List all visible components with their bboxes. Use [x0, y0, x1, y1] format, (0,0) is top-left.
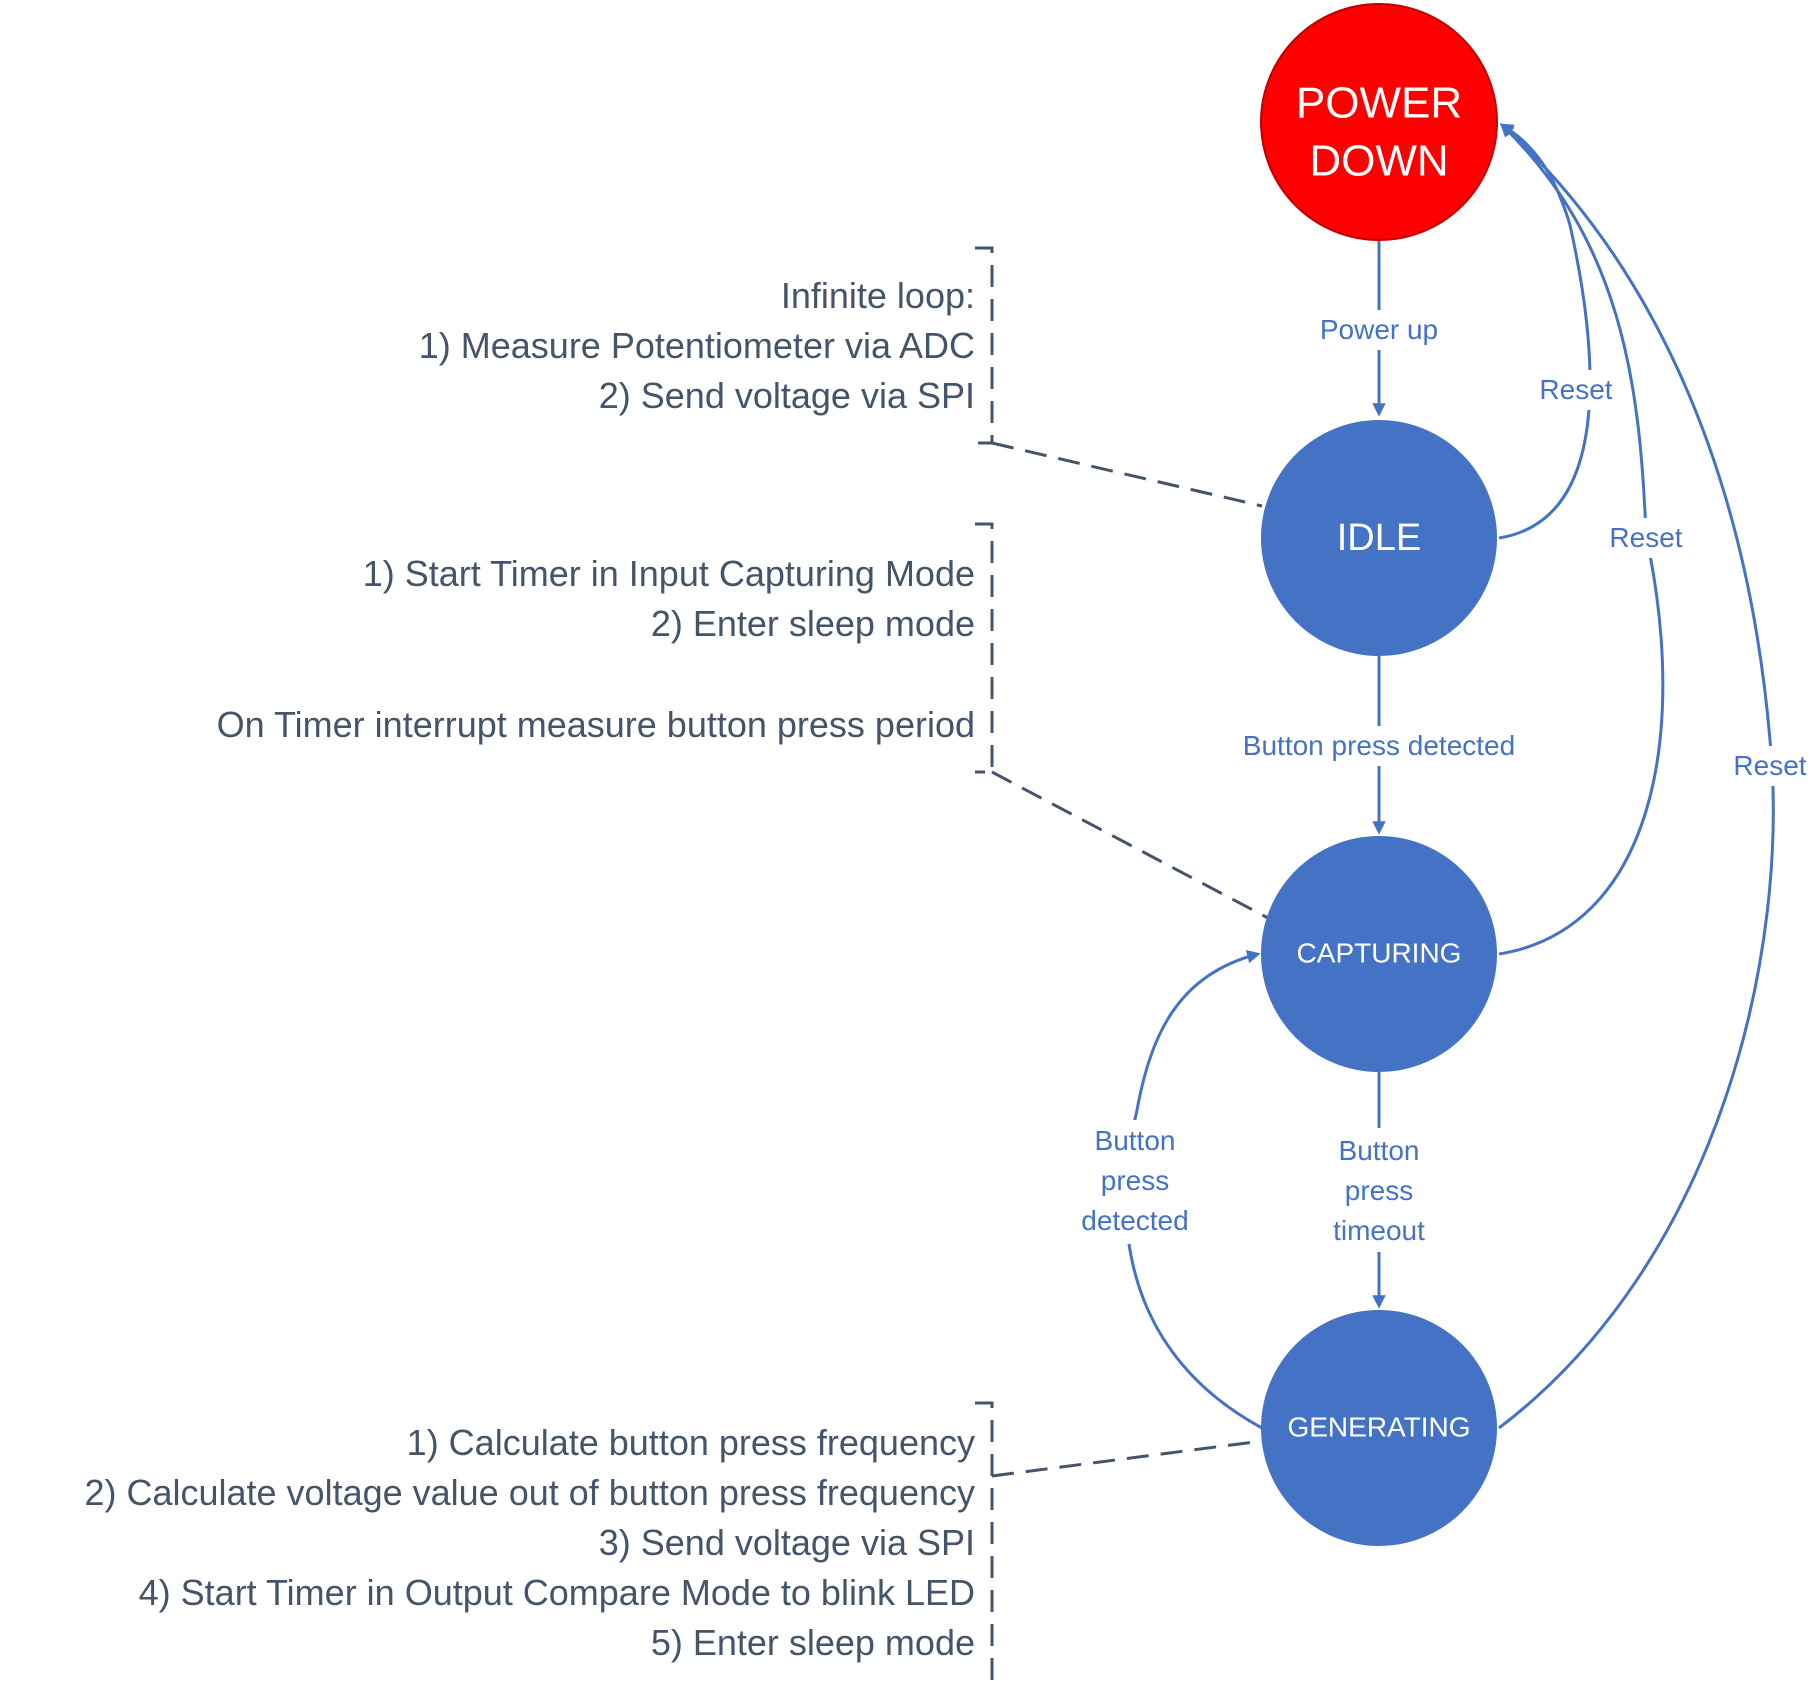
timeout-label-line3: timeout: [1333, 1215, 1425, 1246]
generating-annotation-bracket: [975, 1401, 994, 1681]
button-press-detected-label: Button press detected: [1243, 730, 1515, 761]
back-detected-label-line1: Button: [1095, 1125, 1176, 1156]
state-generating: GENERATING: [1261, 1310, 1497, 1546]
capturing-annotation-line: 2) Enter sleep mode: [651, 603, 975, 644]
capturing-annotation-connector: [991, 770, 1269, 920]
idle-annotation-bracket: [975, 246, 994, 445]
back-detected-label-line3: detected: [1081, 1205, 1188, 1236]
capturing-annotation-bracket: [975, 522, 994, 774]
reset-from-generating-label: Reset: [1733, 750, 1806, 781]
generating-annotation-line: 2) Calculate voltage value out of button…: [84, 1472, 975, 1513]
power-down-label-line1: POWER: [1296, 79, 1462, 128]
reset-from-idle-label: Reset: [1539, 374, 1612, 405]
generating-annotation: 1) Calculate button press frequency 2) C…: [84, 1422, 975, 1663]
capturing-annotation-line: 1) Start Timer in Input Capturing Mode: [363, 553, 975, 594]
back-detected-label-line2: press: [1101, 1165, 1169, 1196]
reset-from-idle-arrow: [1498, 123, 1592, 540]
generating-annotation-line: 1) Calculate button press frequency: [407, 1422, 975, 1463]
idle-annotation-line: 1) Measure Potentiometer via ADC: [419, 325, 975, 366]
state-power-down: POWER DOWN: [1260, 3, 1498, 241]
generating-annotation-connector: [991, 1439, 1263, 1478]
power-up-label: Power up: [1320, 314, 1438, 345]
generating-annotation-line: 5) Enter sleep mode: [651, 1622, 975, 1663]
idle-label: IDLE: [1337, 517, 1421, 559]
generating-annotation-line: 3) Send voltage via SPI: [599, 1522, 975, 1563]
state-capturing: CAPTURING: [1261, 836, 1497, 1072]
idle-annotation-connector: [991, 441, 1263, 508]
capturing-annotation: 1) Start Timer in Input Capturing Mode 2…: [217, 553, 975, 745]
timeout-label-line2: press: [1345, 1175, 1413, 1206]
idle-annotation-line: 2) Send voltage via SPI: [599, 375, 975, 416]
generating-label: GENERATING: [1287, 1411, 1470, 1442]
generating-annotation-line: 4) Start Timer in Output Compare Mode to…: [139, 1572, 975, 1613]
reset-from-capturing-label: Reset: [1609, 522, 1682, 553]
timeout-label-line1: Button: [1339, 1135, 1420, 1166]
state-idle: IDLE: [1261, 420, 1497, 656]
power-down-label-line2: DOWN: [1309, 137, 1448, 186]
capturing-annotation-line: On Timer interrupt measure button press …: [217, 704, 975, 745]
reset-from-generating-arrow: [1498, 123, 1775, 1430]
idle-annotation: Infinite loop: 1) Measure Potentiometer …: [419, 275, 975, 416]
capturing-label: CAPTURING: [1297, 937, 1462, 968]
idle-annotation-line: Infinite loop:: [781, 275, 975, 316]
